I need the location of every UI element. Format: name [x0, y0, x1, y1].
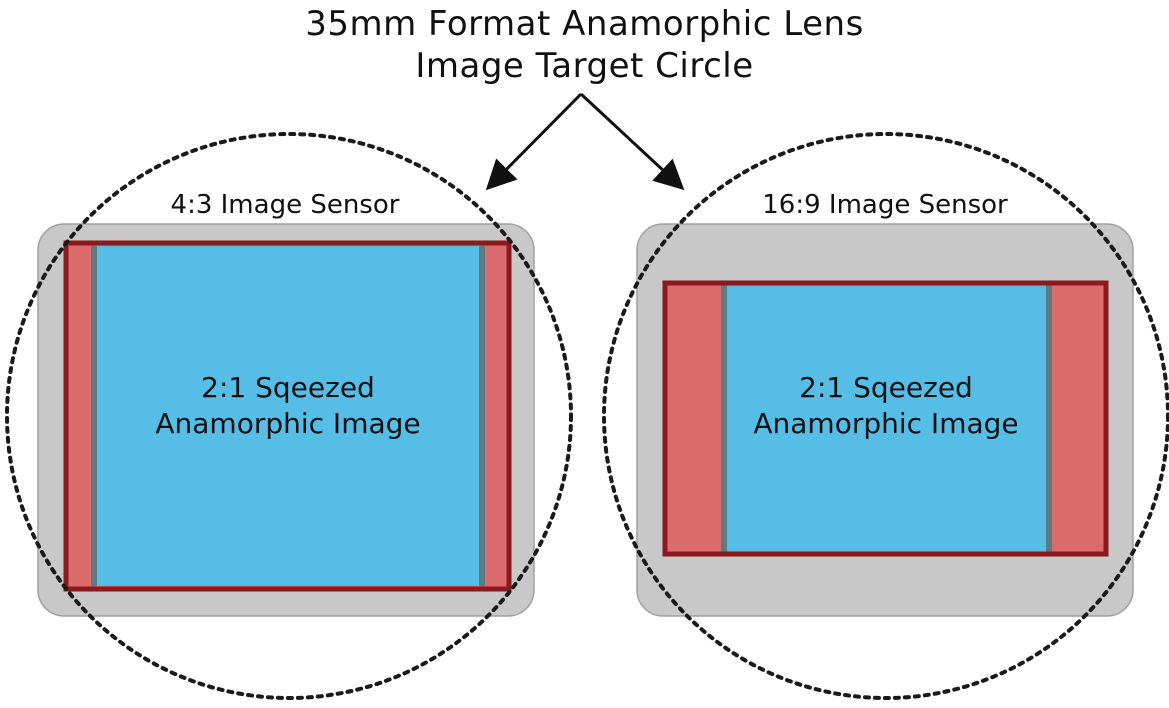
arrow-to-right-circle: [579, 92, 685, 191]
diagram-title-line2: Image Target Circle: [415, 46, 754, 86]
right-image-label-line2: Anamorphic Image: [753, 407, 1019, 440]
right-target-circle: [602, 132, 1169, 700]
diagram-title-line1: 35mm Format Anamorphic Lens: [305, 4, 864, 44]
left-image-label-line2: Anamorphic Image: [155, 407, 421, 440]
left-sensor-label: 4:3 Image Sensor: [170, 190, 400, 220]
left-image-frame: [63, 240, 512, 592]
left-image-label-line1: 2:1 Sqeezed: [201, 371, 375, 404]
left-anamorphic-image: [94, 246, 482, 586]
right-sensor-label: 16:9 Image Sensor: [762, 190, 1008, 220]
arrow-to-left-circle: [485, 92, 583, 191]
left-target-circle: [5, 132, 573, 700]
right-anamorphic-image: [724, 285, 1049, 552]
right-image-label-line1: 2:1 Sqeezed: [799, 371, 973, 404]
right-image-frame: [662, 280, 1109, 557]
right-image-label: 2:1 Sqeezed Anamorphic Image: [736, 370, 1036, 442]
left-image-label: 2:1 Sqeezed Anamorphic Image: [138, 370, 438, 442]
